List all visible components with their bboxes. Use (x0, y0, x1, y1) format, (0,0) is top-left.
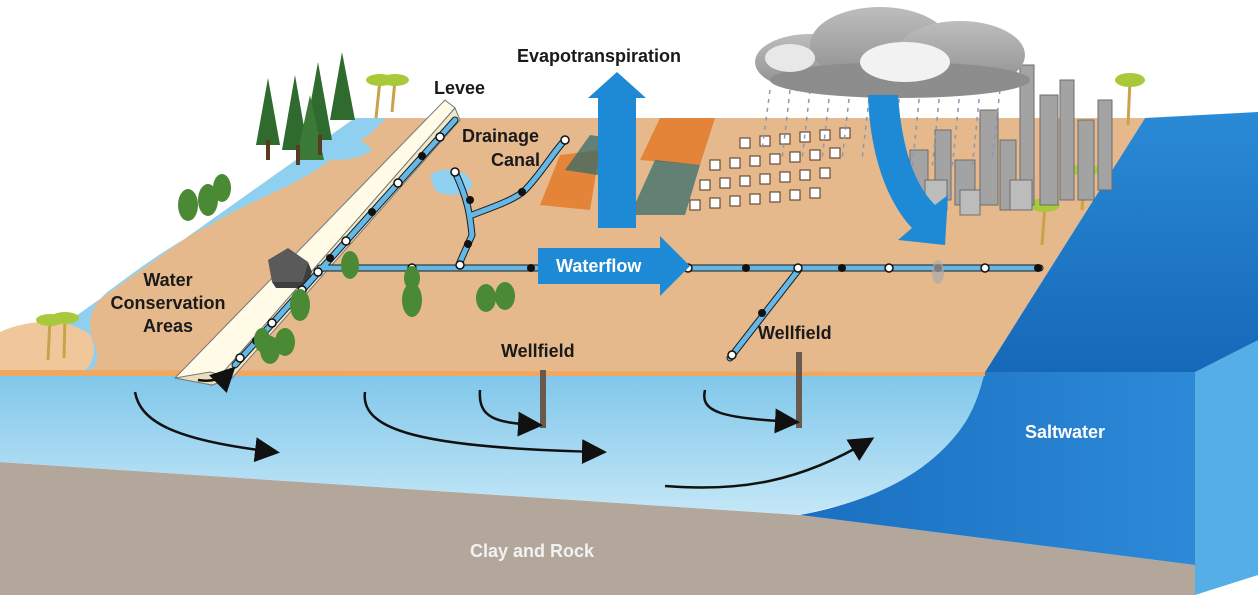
rainfall-arrow (868, 95, 948, 245)
label-water-conservation-line1: Water (143, 270, 192, 290)
label-wellfield-left: Wellfield (501, 341, 575, 361)
label-levee: Levee (434, 78, 485, 98)
cloud-icon (755, 7, 1030, 98)
saltwater-block (800, 112, 1258, 595)
house-icon (689, 127, 851, 211)
levee (173, 99, 461, 387)
label-water-conservation-line3: Areas (143, 316, 193, 336)
pump-station-icon (268, 248, 312, 288)
groundwater-flow-arrows (133, 366, 875, 489)
evapotranspiration-arrow (588, 72, 646, 228)
clay-rock-layer (0, 462, 1195, 595)
label-evapotranspiration: Evapotranspiration (517, 46, 681, 66)
label-water-conservation-line2: Conservation (110, 293, 225, 313)
well-pipe-icon (540, 352, 802, 428)
building-icon (909, 64, 1113, 216)
label-saltwater: Saltwater (1025, 422, 1105, 442)
label-clay-and-rock: Clay and Rock (470, 541, 595, 561)
tree-icon (178, 174, 515, 364)
canal-structures (235, 132, 1042, 363)
label-drainage-canal-line1: Drainage (462, 126, 539, 146)
label-drainage-canal-line2: Canal (491, 150, 540, 170)
label-wellfield-right: Wellfield (758, 323, 832, 343)
aquifer-layer (0, 372, 985, 515)
flow-arrow-icon (538, 236, 690, 296)
label-waterflow: Waterflow (556, 256, 642, 276)
tree-icon (256, 52, 355, 165)
palm-tree-icon (36, 73, 1145, 361)
